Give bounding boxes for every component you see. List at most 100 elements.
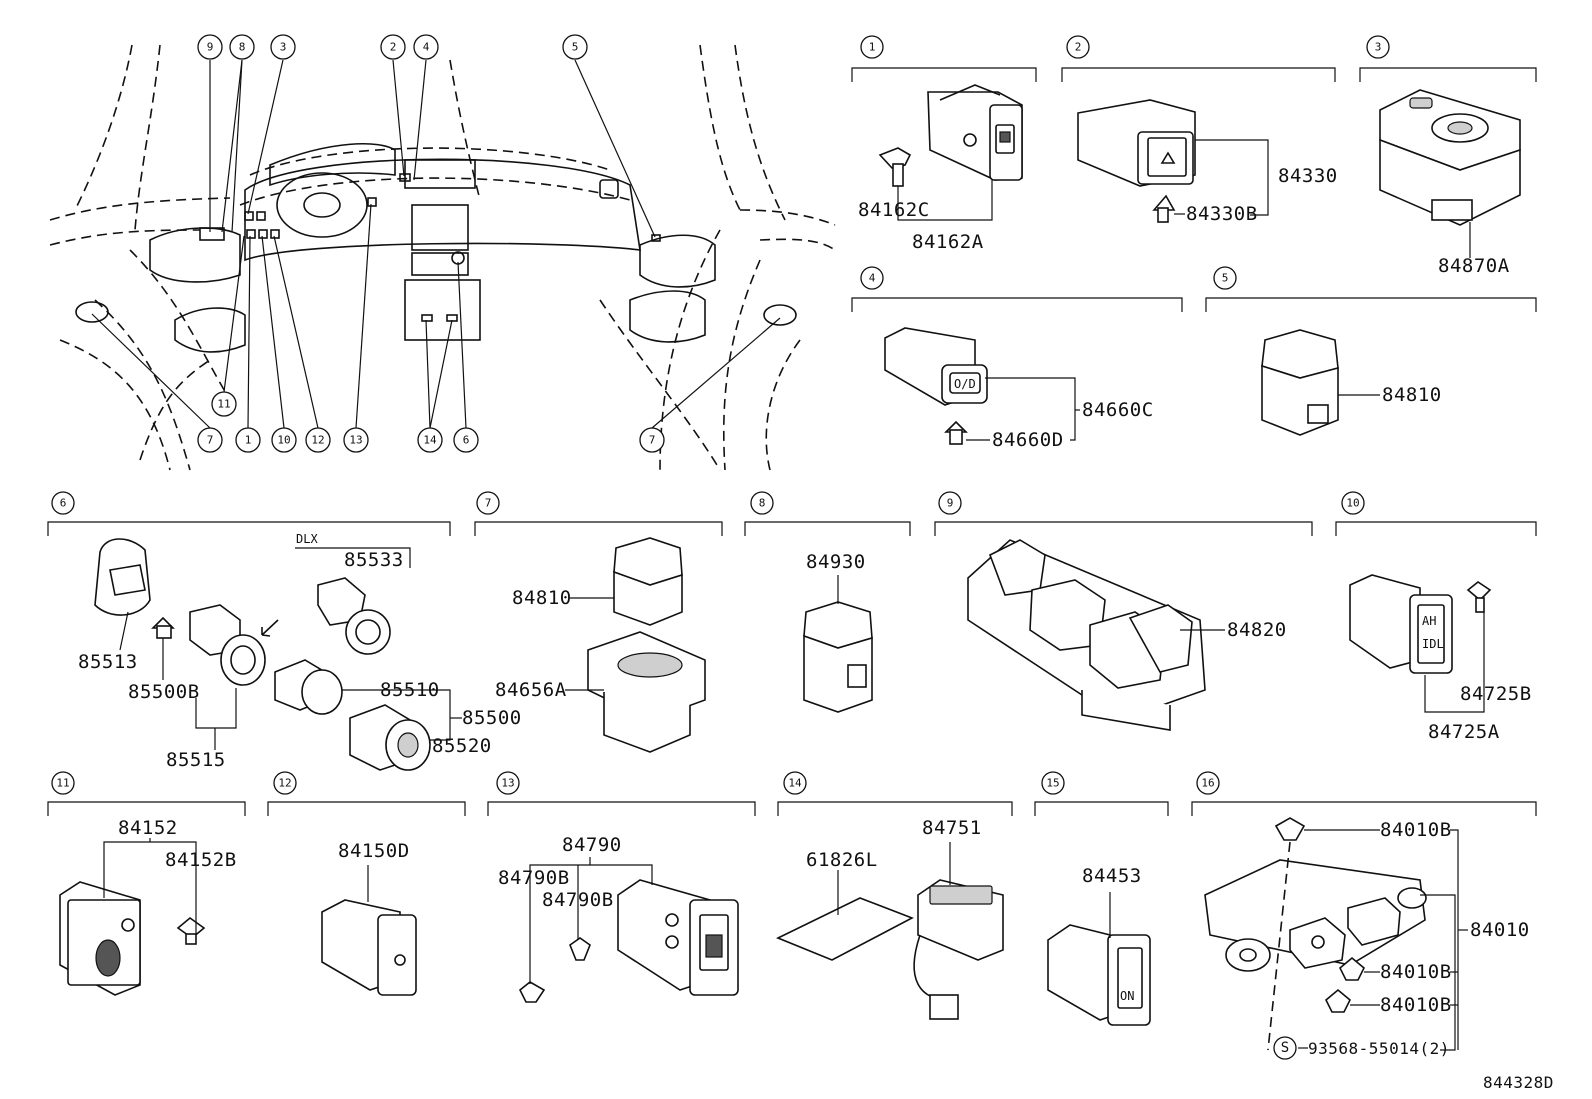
part-label-84162A: 84162A — [912, 231, 984, 253]
switch-icon: ON — [1047, 924, 1151, 1026]
group-number: 6 — [60, 497, 67, 510]
callout-circle — [211, 391, 237, 417]
part-label-84870A: 84870A — [1438, 255, 1510, 277]
dlx-note: DLX — [296, 532, 318, 546]
group-bracket — [1034, 801, 1169, 816]
group-bracket — [1061, 67, 1336, 82]
part-label-84790B-b: 84790B — [542, 889, 614, 911]
switch-icon — [587, 537, 706, 753]
overview-callout: 10 — [271, 427, 297, 453]
callout-circle — [197, 34, 223, 60]
group-number-circle — [476, 491, 500, 515]
svg-text:ON: ON — [1120, 989, 1134, 1003]
group-number-circle — [860, 35, 884, 59]
group-bracket — [851, 297, 1183, 312]
group-number: 8 — [759, 497, 766, 510]
switch-icon — [776, 879, 1004, 1020]
callout-number: 1 — [245, 434, 252, 447]
group-number-circle — [938, 491, 962, 515]
group-panel-4: 4 — [851, 266, 1183, 312]
callout-circle — [197, 427, 223, 453]
svg-text:IDL: IDL — [1422, 637, 1444, 651]
group-bracket — [1191, 801, 1537, 816]
clip-fastener-icon — [878, 147, 912, 187]
part-label-84010: 84010 — [1470, 919, 1530, 941]
group-panel-14: 14 — [777, 771, 1013, 816]
switch-icon — [617, 879, 739, 996]
callout-circle — [235, 427, 261, 453]
clip-fastener-icon — [176, 916, 206, 945]
group-number-circle — [1196, 771, 1220, 795]
part-label-85520: 85520 — [432, 735, 492, 757]
overview-callout: 11 — [211, 391, 237, 417]
group-panel-16: 16 — [1191, 771, 1537, 816]
group-panel-5: 5 — [1205, 266, 1537, 312]
switch-icon — [927, 84, 1023, 181]
group-panel-3: 3 — [1359, 35, 1537, 82]
overview-callout: 7 — [639, 427, 665, 453]
callout-number: 7 — [649, 434, 656, 447]
group-bracket — [47, 521, 451, 536]
part-label-84810-g5: 84810 — [1382, 384, 1442, 406]
switch-icon — [1204, 859, 1427, 972]
connector-icon — [94, 538, 431, 771]
part-label-84930: 84930 — [806, 551, 866, 573]
part-label-85510: 85510 — [380, 679, 440, 701]
group-panel-12: 12 — [267, 771, 466, 816]
clip-fastener-icon — [1466, 581, 1492, 613]
part-label-84152: 84152 — [118, 817, 178, 839]
part-leaders — [103, 139, 1485, 1051]
group-number: 1 — [869, 41, 876, 54]
callout-circle — [453, 427, 479, 453]
switch-icon: O/D — [884, 327, 988, 406]
screw-marker-circle — [1273, 1036, 1297, 1060]
part-label-84150D: 84150D — [338, 840, 410, 862]
overview-callout: 2 — [380, 34, 406, 60]
group-bracket — [487, 801, 756, 816]
switch-icon — [1077, 99, 1196, 187]
clip-fastener-icon — [944, 420, 968, 445]
drawing-id: 844328D — [1483, 1073, 1554, 1092]
group-panel-9: 9 — [934, 491, 1313, 536]
callout-number: 6 — [463, 434, 470, 447]
callout-circle — [270, 34, 296, 60]
callout-circle — [271, 427, 297, 453]
callout-number: 12 — [311, 434, 324, 447]
group-number-circle — [1213, 266, 1237, 290]
part-illustrations: O/D — [59, 84, 1521, 1051]
part-label-84725B: 84725B — [1460, 683, 1532, 705]
part-label-84010B-a: 84010B — [1380, 819, 1452, 841]
callout-number: 10 — [277, 434, 290, 447]
part-label-84010B-b: 84010B — [1380, 961, 1452, 983]
switch-icon — [321, 899, 417, 996]
group-number: 9 — [947, 497, 954, 510]
callout-circle — [305, 427, 331, 453]
part-label-84656A: 84656A — [495, 679, 567, 701]
group-bracket — [1205, 297, 1537, 312]
clip-fastener-icon — [151, 616, 175, 639]
callout-circle — [380, 34, 406, 60]
part-label-85513: 85513 — [78, 651, 138, 673]
callout-number: 9 — [207, 41, 214, 54]
part-label-85500B: 85500B — [128, 681, 200, 703]
switch-icon — [1379, 89, 1521, 226]
group-panel-1: 1 — [851, 35, 1037, 82]
part-label-93568: 93568-55014(2) — [1308, 1039, 1450, 1058]
group-number-circle — [1366, 35, 1390, 59]
group-number-circle — [496, 771, 520, 795]
overview-callout: 1 — [235, 427, 261, 453]
group-panel-8: 8 — [744, 491, 911, 536]
svg-text:AH: AH — [1422, 614, 1436, 628]
group-number: 2 — [1075, 41, 1082, 54]
group-panel-13: 13 — [487, 771, 756, 816]
switch-icon — [59, 881, 141, 996]
part-label-85500: 85500 — [462, 707, 522, 729]
group-bracket — [934, 521, 1313, 536]
switch-icon — [1261, 329, 1339, 436]
part-labels: 84162C 84162A 84330 84330B 84870A 84660C… — [78, 165, 1554, 1092]
callout-circle — [343, 427, 369, 453]
overview-callout: 3 — [270, 34, 296, 60]
